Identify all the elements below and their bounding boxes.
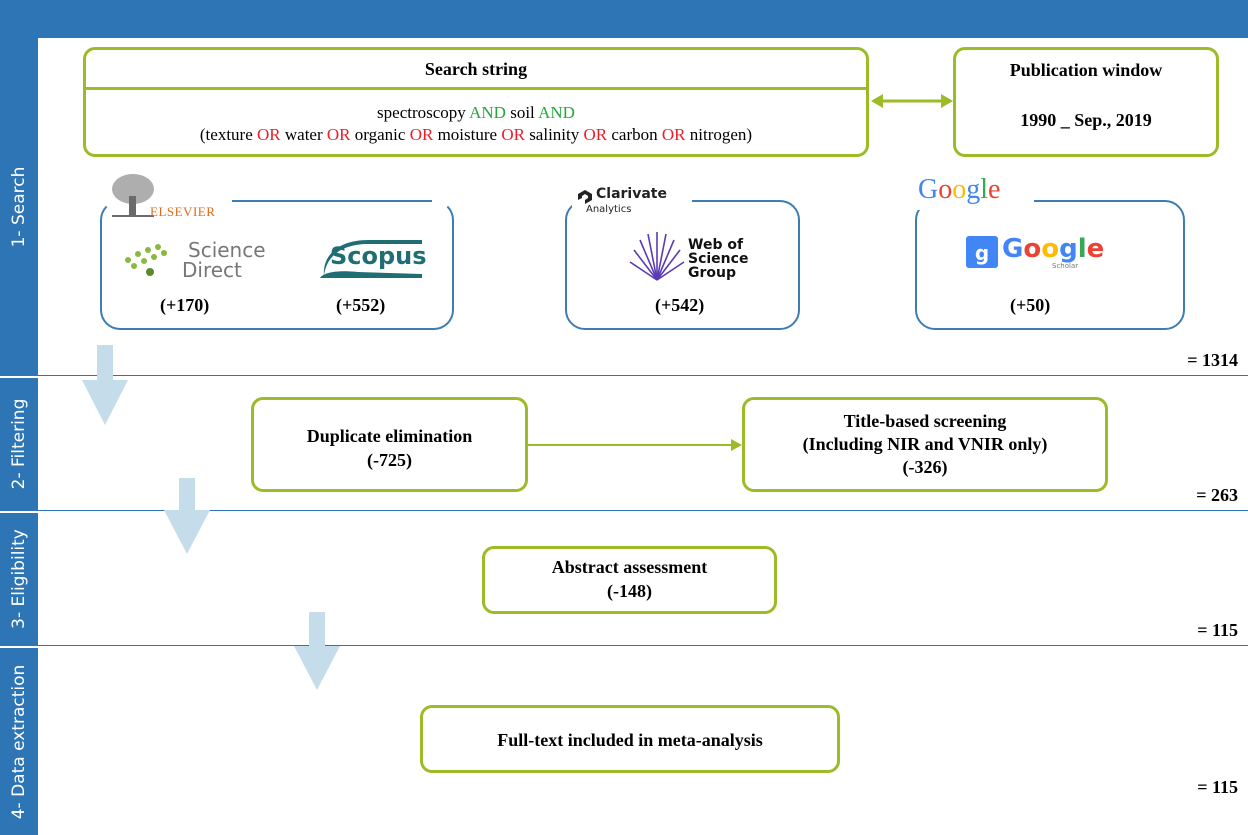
publication-window-box: Publication window 1990 _ Sep., 2019 bbox=[953, 47, 1219, 157]
search-query: spectroscopy AND soil AND (texture OR wa… bbox=[86, 102, 866, 146]
title-screening-count: (-326) bbox=[902, 457, 948, 477]
abstract-assessment-count: (-148) bbox=[607, 581, 652, 601]
double-arrow-icon bbox=[871, 94, 953, 108]
title-screening-box: Title-based screening (Including NIR and… bbox=[742, 397, 1108, 492]
google-scholar-icon: g bbox=[966, 236, 998, 268]
right-arrow-icon bbox=[528, 439, 742, 451]
total-extraction: = 115 bbox=[1197, 777, 1238, 797]
phase-band-extraction bbox=[0, 648, 38, 835]
divider-line bbox=[0, 375, 1248, 376]
search-string-title: Search string bbox=[86, 50, 866, 90]
publication-window-value: 1990 _ Sep., 2019 bbox=[1020, 110, 1152, 130]
web-of-science-icon bbox=[629, 232, 685, 281]
web-of-science-count: (+542) bbox=[655, 295, 705, 315]
down-arrow-icon bbox=[294, 612, 340, 690]
duplicate-elimination-count: (-725) bbox=[367, 450, 412, 470]
full-text-title: Full-text included in meta-analysis bbox=[497, 730, 763, 750]
divider-line bbox=[0, 510, 1248, 511]
phase-label-search: 1- Search bbox=[9, 166, 29, 247]
sciencedirect-dots-icon bbox=[125, 244, 167, 276]
source-box-top-border bbox=[232, 200, 432, 202]
full-text-box: Full-text included in meta-analysis bbox=[420, 705, 840, 773]
google-source-box bbox=[915, 200, 1185, 330]
sciencedirect-logo: Science Direct bbox=[182, 238, 266, 282]
duplicate-elimination-title: Duplicate elimination bbox=[306, 426, 473, 446]
scopus-count: (+552) bbox=[336, 295, 386, 315]
abstract-assessment-box: Abstract assessment (-148) bbox=[482, 546, 777, 614]
search-string-box: Search string spectroscopy AND soil AND … bbox=[83, 47, 869, 157]
scopus-swoosh-icon bbox=[320, 240, 422, 278]
google-logo: Google bbox=[918, 174, 1034, 210]
phase-label-extraction: 4- Data extraction bbox=[9, 664, 29, 819]
divider-line bbox=[0, 645, 1248, 646]
duplicate-elimination-box: Duplicate elimination (-725) bbox=[251, 397, 528, 492]
svg-text:g: g bbox=[975, 241, 989, 265]
header-bar bbox=[0, 0, 1248, 38]
sciencedirect-count: (+170) bbox=[160, 295, 210, 315]
abstract-assessment-title: Abstract assessment bbox=[551, 557, 708, 577]
elsevier-label: ELSEVIER bbox=[150, 204, 216, 219]
down-arrow-icon bbox=[164, 478, 210, 554]
publication-window-title: Publication window bbox=[1009, 60, 1163, 80]
total-search: = 1314 bbox=[1187, 350, 1238, 370]
phase-band-eligibility bbox=[0, 513, 38, 645]
clarivate-logo: Clarivate Analytics bbox=[572, 186, 692, 216]
phase-label-filtering: 2- Filtering bbox=[9, 398, 29, 490]
web-of-science-logo: Web of Science Group bbox=[688, 237, 749, 281]
down-arrow-icon bbox=[82, 345, 128, 425]
phase-band-search bbox=[0, 38, 38, 375]
title-screening-subtitle: (Including NIR and VNIR only) bbox=[802, 434, 1048, 454]
scopus-logo: Scopus bbox=[330, 242, 427, 270]
google-count: (+50) bbox=[1010, 295, 1051, 315]
clarivate-icon bbox=[578, 190, 592, 204]
search-query-line2: (texture OR water OR organic OR moisture… bbox=[199, 125, 753, 144]
search-query-line1: spectroscopy AND soil AND bbox=[377, 103, 575, 122]
phase-band-filtering bbox=[0, 378, 38, 510]
title-screening-title: Title-based screening bbox=[843, 411, 1007, 431]
total-eligibility: = 115 bbox=[1197, 620, 1238, 640]
elsevier-source-box bbox=[100, 200, 454, 330]
phase-label-eligibility: 3- Eligibility bbox=[9, 529, 29, 629]
total-filtering: = 263 bbox=[1196, 485, 1238, 505]
